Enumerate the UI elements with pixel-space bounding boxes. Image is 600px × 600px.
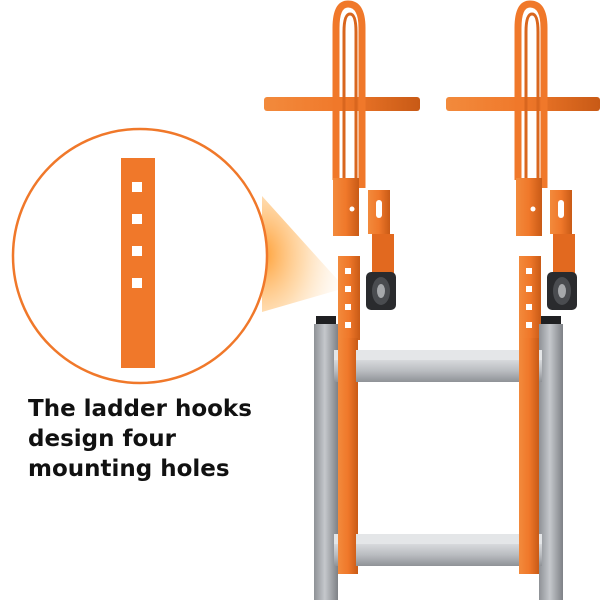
right-hook-assembly [446, 0, 600, 340]
right-wheel [547, 272, 577, 310]
caption-line-3: mounting holes [28, 456, 230, 482]
right-lower-strap [519, 256, 541, 340]
mounting-hole-3 [132, 246, 142, 256]
mounting-hole-4 [132, 278, 142, 288]
right-rail-strap [519, 338, 539, 574]
ladder-right-rail [539, 324, 563, 600]
right-hook-crossbar [446, 97, 600, 111]
caption-line-1: The ladder hooks [28, 396, 252, 422]
zoom-strap [121, 158, 155, 368]
left-hook-crossbar [264, 97, 420, 111]
mounting-hole-2 [132, 214, 142, 224]
feature-caption: The ladder hooks design four mounting ho… [28, 394, 328, 484]
caption-line-2: design four [28, 426, 177, 452]
zoom-detail-circle [11, 127, 269, 385]
zoom-beam [262, 196, 345, 312]
left-hook-loop [332, 0, 366, 188]
left-lower-strap [338, 256, 360, 340]
left-hook-assembly [264, 0, 420, 340]
mounting-hole-1 [132, 182, 142, 192]
left-rail-strap [338, 338, 358, 574]
left-wheel [366, 272, 396, 310]
right-hook-loop [514, 0, 548, 188]
